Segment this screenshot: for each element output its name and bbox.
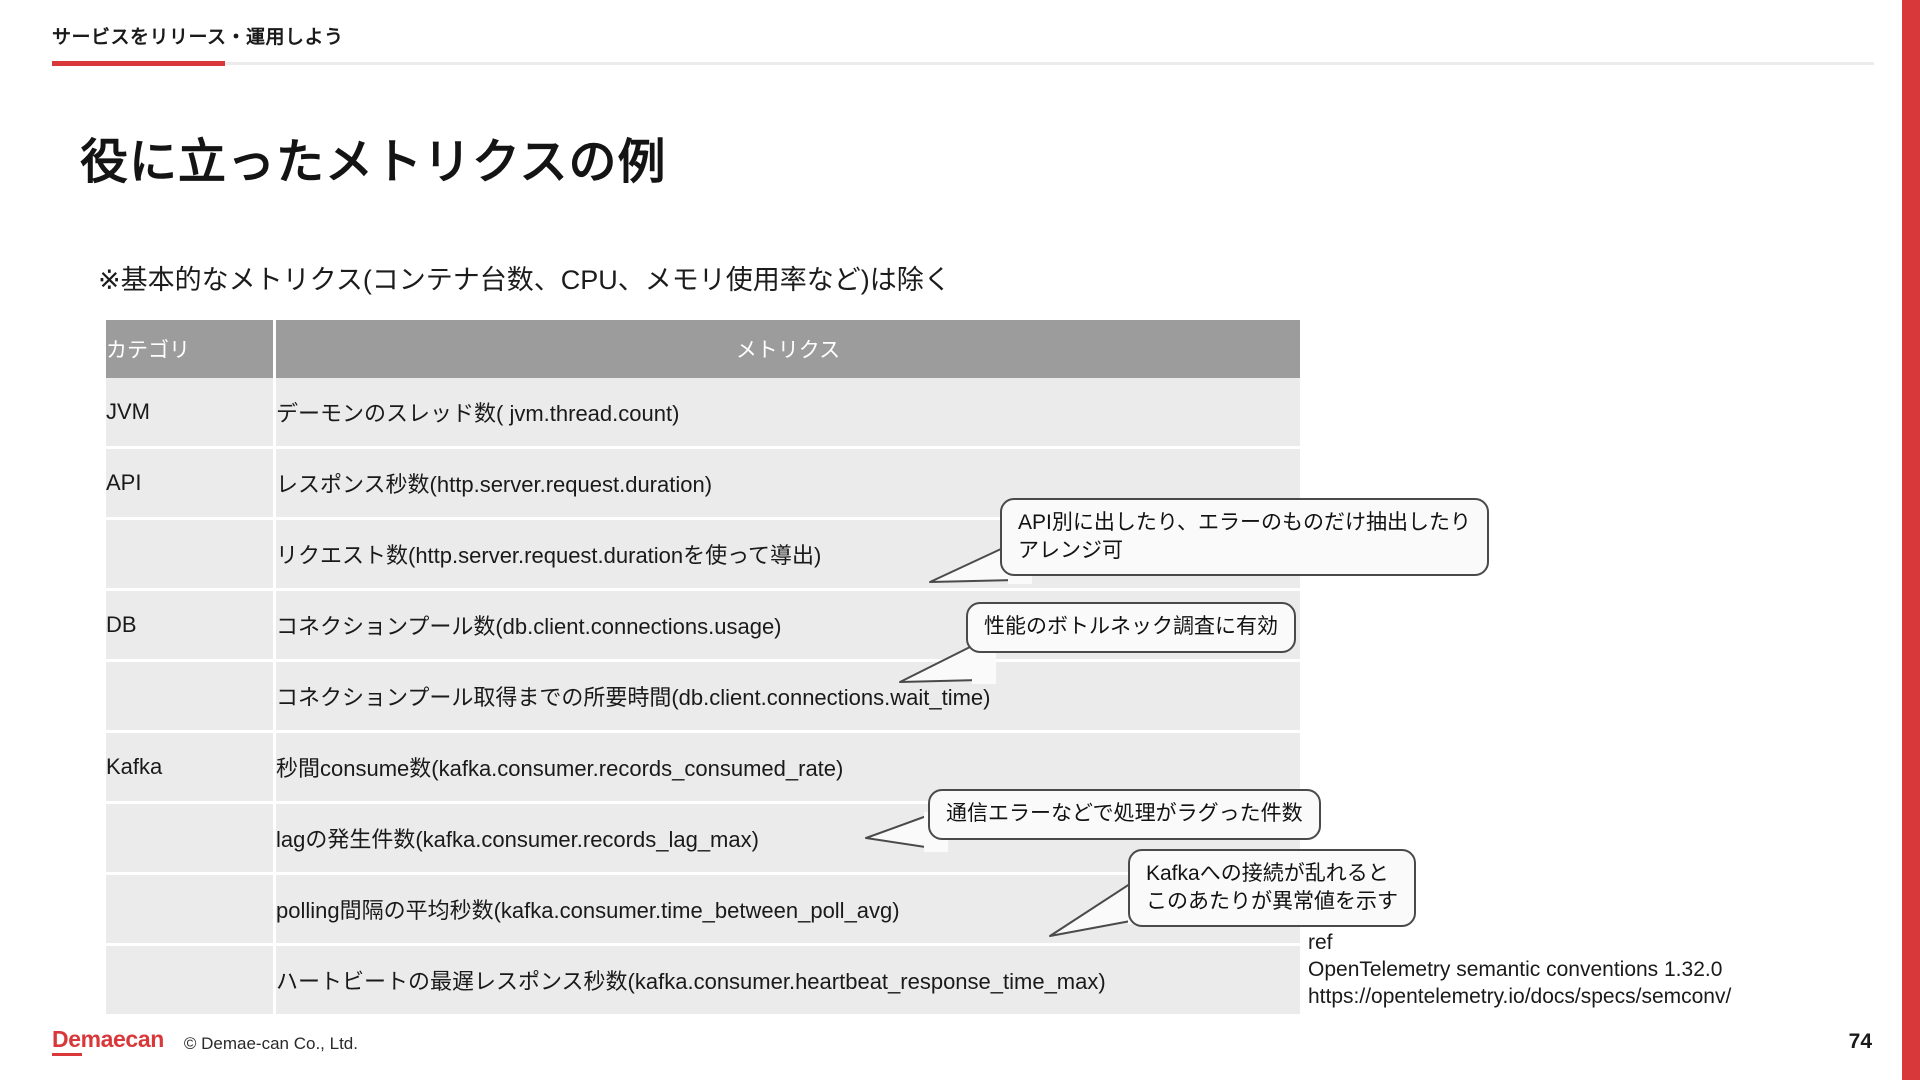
page-title: 役に立ったメトリクスの例: [80, 136, 667, 189]
slide-header: サービスをリリース・運用しよう: [52, 22, 1874, 66]
table-header-row: カテゴリ メトリクス: [106, 320, 1300, 378]
table-row: JVM デーモンのスレッド数( jvm.thread.count): [106, 378, 1300, 449]
cell-category: Kafka: [106, 733, 276, 804]
cell-category: [106, 946, 276, 1017]
right-accent-bar: [1902, 0, 1920, 1080]
note-text: ※基本的なメトリクス(コンテナ台数、CPU、メモリ使用率など)は除く: [98, 265, 951, 295]
copyright-text: © Demae-can Co., Ltd.: [183, 1034, 358, 1053]
reference-title: OpenTelemetry semantic conventions 1.32.…: [1308, 957, 1723, 981]
column-header-category: カテゴリ: [106, 320, 276, 378]
reference-label: ref: [1308, 931, 1333, 954]
slide-footer: Demaecan © Demae-can Co., Ltd.: [52, 1026, 358, 1056]
callout-line: 性能のボトルネック調査に有効: [984, 615, 1278, 638]
page-number: 74: [1848, 1030, 1872, 1053]
callout-db-bottleneck: 性能のボトルネック調査に有効: [966, 602, 1296, 653]
table-row: コネクションプール取得までの所要時間(db.client.connections…: [106, 662, 1300, 733]
header-rule-accent: [52, 61, 225, 66]
cell-metric: コネクションプール取得までの所要時間(db.client.connections…: [276, 662, 1300, 733]
column-header-metrics: メトリクス: [276, 320, 1300, 378]
cell-metric: デーモンのスレッド数( jvm.thread.count): [276, 378, 1300, 449]
callout-kafka-connection: Kafkaへの接続が乱れると このあたりが異常値を示す: [1128, 849, 1416, 928]
callout-kafka-lag: 通信エラーなどで処理がラグった件数: [928, 789, 1321, 840]
cell-category: API: [106, 449, 276, 520]
header-rule: [52, 61, 1874, 66]
callout-line: アレンジ可: [1018, 538, 1123, 562]
callout-line: 通信エラーなどで処理がラグった件数: [946, 802, 1303, 825]
callout-line: このあたりが異常値を示す: [1146, 889, 1398, 913]
cell-category: DB: [106, 591, 276, 662]
cell-category: JVM: [106, 378, 276, 449]
reference-url: https://opentelemetry.io/docs/specs/semc…: [1308, 984, 1732, 1008]
cell-category: [106, 662, 276, 733]
cell-category: [106, 804, 276, 875]
demaecan-logo: Demaecan: [52, 1026, 164, 1056]
cell-category: [106, 875, 276, 946]
reference-block: ref OpenTelemetry semantic conventions 1…: [1308, 930, 1731, 1011]
callout-line: API別に出したり、エラーのものだけ抽出したり: [1018, 511, 1472, 534]
cell-metric: ハートビートの最遅レスポンス秒数(kafka.consumer.heartbea…: [276, 946, 1300, 1017]
table-row: ハートビートの最遅レスポンス秒数(kafka.consumer.heartbea…: [106, 946, 1300, 1017]
header-rule-base: [52, 62, 1874, 65]
table-row: リクエスト数(http.server.request.durationを使って導…: [106, 520, 1300, 591]
callout-api-breakdown: API別に出したり、エラーのものだけ抽出したり アレンジ可: [1000, 498, 1490, 577]
cell-category: [106, 520, 276, 591]
callout-line: Kafkaへの接続が乱れると: [1146, 862, 1389, 885]
section-eyebrow: サービスをリリース・運用しよう: [52, 27, 344, 48]
